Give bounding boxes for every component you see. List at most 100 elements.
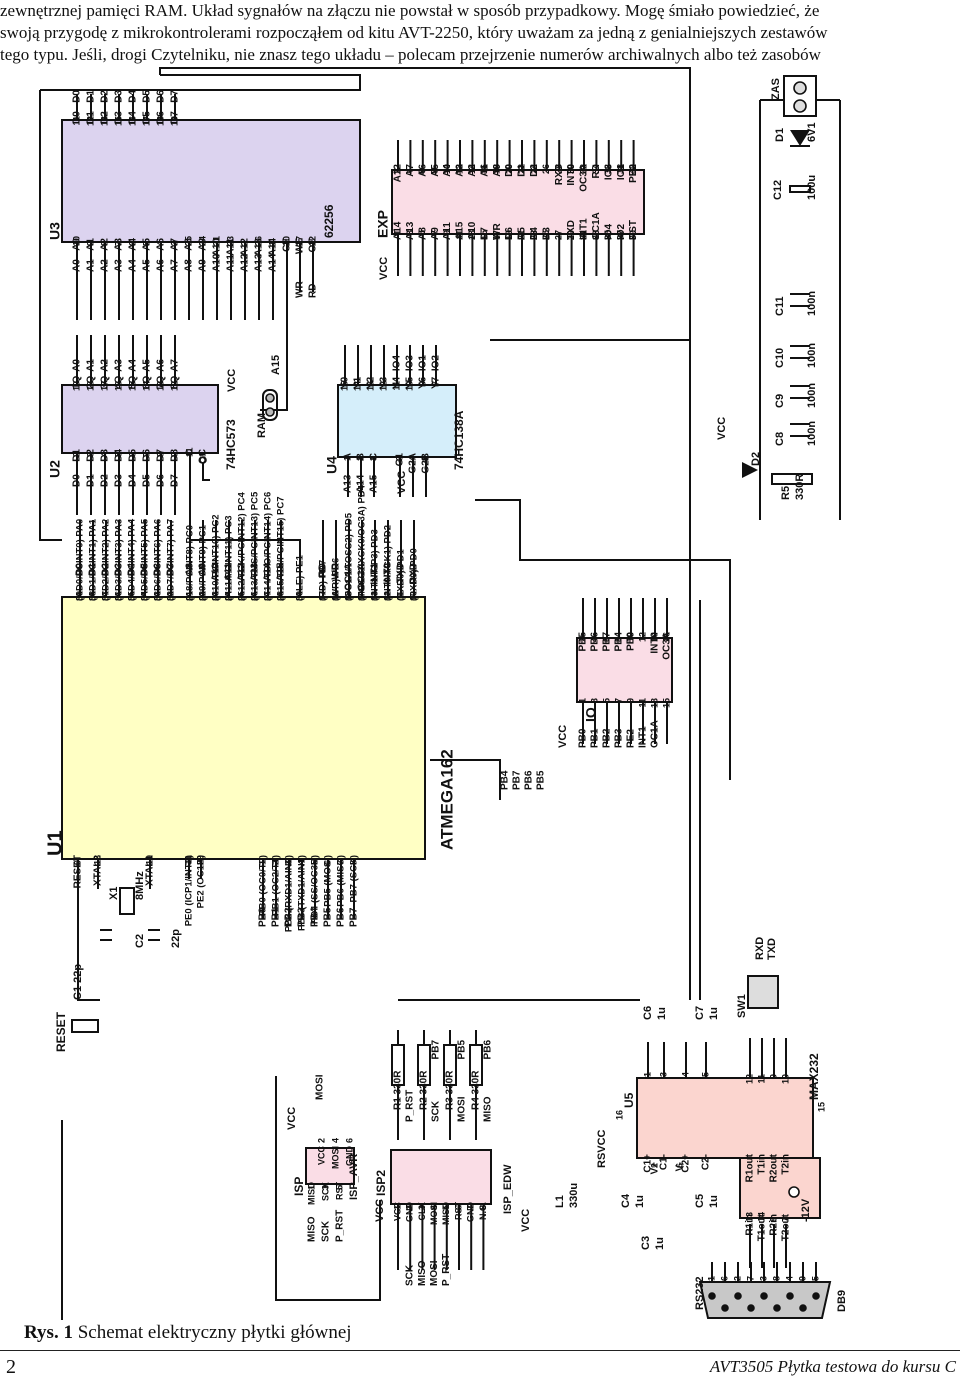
- r5-label: R5: [780, 486, 792, 500]
- u2-d-label: D6: [142, 449, 153, 462]
- c11-label: C11: [774, 296, 786, 316]
- u1-portc-pin-number: 25: [236, 591, 246, 601]
- u5-right-label: R2out: [769, 1153, 780, 1182]
- u2-out-net: A6: [156, 359, 167, 372]
- u3-data-pin: 16: [127, 116, 137, 126]
- isp-pin-number: 6: [344, 1138, 354, 1143]
- u3-data-label: D6: [156, 111, 167, 124]
- c4-value: 1u: [634, 1195, 646, 1208]
- ram-jumper[interactable]: [262, 389, 278, 421]
- u1-portb-net: PB0: [258, 907, 269, 927]
- exp-pin-number: 11: [454, 230, 464, 240]
- l1-value: 330u: [568, 1183, 580, 1208]
- r5-resistor: [771, 473, 813, 485]
- resistor-r2: [417, 1044, 431, 1086]
- u4-in-pin: 4: [407, 456, 417, 461]
- db9-pin: [786, 1292, 794, 1300]
- u3-addr-net: A14: [268, 253, 279, 272]
- io-pin-number: 8: [613, 637, 623, 642]
- isp2-pin-number: 2: [405, 1205, 415, 1210]
- exp-pin-number: 8: [430, 169, 440, 174]
- vcc-label: VCC: [226, 369, 238, 392]
- exp-pin-number: 14: [467, 164, 477, 174]
- u4-y-label: Y3: [379, 376, 390, 389]
- exp-net-label: D3: [541, 227, 552, 240]
- c7-label: C7: [694, 1006, 706, 1020]
- u1-portd-pin-label: (RD) PD7: [318, 560, 329, 601]
- exp-net-label: INT1: [579, 218, 590, 240]
- db9-pin: [747, 1304, 755, 1312]
- x1-label: X1: [108, 887, 120, 900]
- io-pin-number: 9: [625, 698, 635, 703]
- u4-in-label: A: [343, 453, 354, 460]
- isp2-pin-number: 6: [453, 1205, 463, 1210]
- exp-net-label: TXD: [566, 220, 577, 240]
- resistor-r1: [391, 1044, 405, 1086]
- exp-net-label: A15: [455, 221, 466, 240]
- u2-out-net: A7: [170, 359, 181, 372]
- u3-addr-label: A7: [170, 238, 181, 251]
- c11-value: 100n: [806, 291, 818, 316]
- u3-data-pin: 17: [141, 116, 151, 126]
- u4-y-net: IO2: [431, 355, 442, 372]
- u3-part-label: 62256: [322, 204, 336, 238]
- u1-portc-net-label: A8: [185, 563, 196, 576]
- u1-portc-pin-number: 22: [197, 591, 207, 601]
- a15-label: A15: [270, 355, 282, 375]
- u2-out-net: A0: [72, 359, 83, 372]
- resistor-label: R4 330R: [471, 1070, 482, 1110]
- exp-net-label: A8: [417, 227, 428, 240]
- resistor-net: PB6: [483, 1040, 494, 1060]
- u3-addr-pin: 8: [99, 241, 109, 246]
- isp2-ext-label: MISO: [417, 1260, 428, 1286]
- u3-data-net: D6: [156, 90, 167, 103]
- db9-pin: [760, 1292, 768, 1300]
- db9-pin-number: 2: [732, 1276, 742, 1281]
- u2-q-label: 6Q: [142, 375, 153, 389]
- u1-porta-pin-number: 37: [100, 591, 110, 601]
- u2-oc-pin: 1: [197, 452, 207, 457]
- isp-pin-number: 4: [330, 1138, 340, 1143]
- u3-addr-label: A5: [142, 238, 153, 251]
- io-pin-number: 10: [625, 632, 635, 642]
- u1-porta-pin-label: (AD2/PCINT2) PA2: [101, 519, 112, 601]
- c5-label: C5: [694, 1194, 706, 1208]
- u4-in-pin: 3: [368, 456, 378, 461]
- u3-addr-net: A11: [226, 254, 237, 272]
- u2-in-net: D3: [114, 474, 125, 487]
- u4-in-label: G2A: [408, 453, 419, 474]
- figure-caption: Rys. 1 Schemat elektryczny płytki główne…: [24, 1322, 352, 1344]
- db9-connector[interactable]: [698, 1281, 832, 1319]
- u4-in-label: C: [369, 453, 380, 460]
- u3-addr-pin: 4: [155, 241, 165, 246]
- u3-ctrl-pin: 20: [281, 236, 291, 246]
- u3-addr-net: A13: [254, 253, 265, 272]
- io-net-label: PB7: [602, 632, 613, 652]
- d1-value: 6V1: [806, 122, 818, 142]
- resistor-net: P_RST: [405, 1090, 416, 1122]
- u2-q-label: 3Q: [100, 375, 111, 389]
- u3-ctrl-pin: 22: [307, 236, 317, 246]
- exp-pin-number: 36: [603, 164, 613, 174]
- sw1-switch[interactable]: [747, 975, 779, 1009]
- u2-out-net: A1: [86, 359, 97, 372]
- u2-c-label: C: [185, 449, 196, 456]
- resistor-net: MISO: [483, 1096, 494, 1122]
- exp-pin-number: 37: [616, 230, 626, 240]
- reset-button[interactable]: [71, 1019, 99, 1033]
- exp-net-label: A6: [417, 164, 428, 177]
- u1-portc-net-label: A9: [198, 563, 209, 576]
- u1-portd-pin-label: (RXD0) PD0: [409, 548, 420, 601]
- io-pin-number: 14: [649, 632, 659, 642]
- isp2-pin-label: N.C.: [478, 1202, 488, 1220]
- u5-right-pin: 11: [756, 1074, 766, 1084]
- exp-pin-number: 29: [566, 230, 576, 240]
- io-net-label: INT0: [650, 632, 661, 654]
- u4-y-pin: 7: [430, 381, 440, 386]
- u2-in-net: D7: [170, 474, 181, 487]
- u1-portc-net-label: A13: [250, 563, 261, 582]
- exp-pin-number: 2: [392, 169, 402, 174]
- exp-pin-number: 10: [442, 164, 452, 174]
- c4-label: C4: [620, 1193, 632, 1208]
- u1-portc-pin-number: 28: [275, 591, 285, 601]
